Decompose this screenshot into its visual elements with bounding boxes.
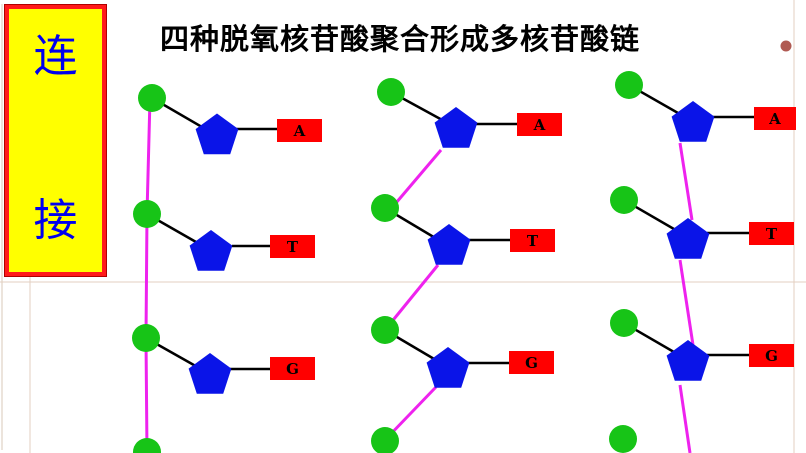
chain-1-base-3-label: G	[286, 360, 299, 378]
chain-2-backbone-1	[388, 149, 443, 211]
chain-1-phosphate-3	[132, 324, 160, 352]
chain-3-base-3-box	[749, 344, 794, 367]
chain-2-base-2-box	[510, 229, 555, 252]
chain-2: A T G	[371, 78, 562, 453]
chain-2-phosphate-2	[371, 194, 399, 222]
chain-3-phosphate-3	[610, 309, 638, 337]
chain-1-base-2-label: T	[287, 238, 299, 256]
chain-3-backbone-3	[678, 384, 692, 453]
chain-2-phosphate-1	[377, 78, 405, 106]
chain-1-phosphate-4	[133, 438, 161, 453]
chain-1: A T G	[132, 84, 322, 453]
chain-2-phosphate-3	[371, 316, 399, 344]
chain-3-base-1-box	[754, 107, 796, 130]
chain-3-base-1-label: A	[768, 110, 781, 128]
chain-3-sugar-3	[666, 340, 710, 381]
chain-3: A T G	[609, 71, 796, 453]
chain-3-phosphate-1	[615, 71, 643, 99]
chain-3-backbone-1	[678, 142, 694, 221]
chain-1-sugar-3	[188, 353, 232, 394]
chain-3-base-2-box	[749, 222, 794, 245]
chain-2-sugar-1	[434, 107, 478, 148]
chain-1-base-3-box	[270, 357, 315, 380]
chain-1-backbone	[144, 97, 152, 453]
decorative-dot	[780, 40, 792, 52]
chain-3-sugar-1	[671, 101, 715, 142]
chain-2-sugar-2	[427, 224, 471, 265]
chain-3-base-3-label: G	[765, 347, 778, 365]
side-label-char-2: 接	[33, 195, 78, 246]
side-label-char-1: 连	[33, 31, 78, 82]
chain-2-base-1-label: A	[533, 116, 546, 134]
chain-3-sugar-2	[666, 218, 710, 259]
chain-1-base-1-box	[277, 119, 322, 142]
chain-1-sugar-2	[189, 230, 233, 271]
chain-3-phosphate-2	[610, 186, 638, 214]
chain-2-base-1-box	[517, 113, 562, 136]
chain-2-sugar-3	[426, 347, 470, 388]
chain-2-base-3-label: G	[525, 354, 538, 372]
chain-1-phosphate-2	[133, 200, 161, 228]
chain-2-base-2-label: T	[527, 232, 539, 250]
chain-3-base-2-label: T	[766, 225, 778, 243]
side-label-box: 连 接	[4, 4, 107, 277]
chain-1-phosphate-1	[138, 84, 166, 112]
chain-1-base-2-box	[270, 235, 315, 258]
chain-1-sugar-1	[195, 113, 239, 155]
chain-2-base-3-box	[509, 351, 554, 374]
chain-1-base-1-label: A	[293, 122, 306, 140]
chain-2-phosphate-4	[371, 427, 399, 453]
chain-3-backbone-2	[678, 259, 695, 346]
chain-3-phosphate-4	[609, 425, 637, 453]
page-title: 四种脱氧核苷酸聚合形成多核苷酸链	[160, 22, 641, 56]
